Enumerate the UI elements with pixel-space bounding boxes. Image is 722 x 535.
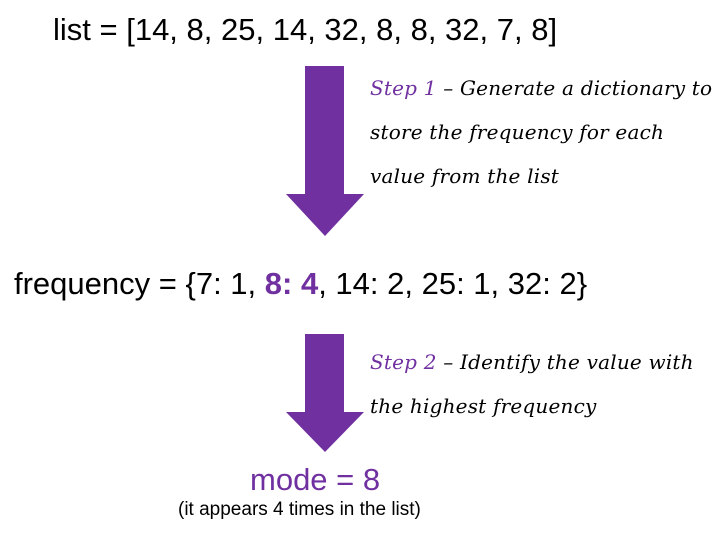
list-expression: list = [14, 8, 25, 14, 32, 8, 8, 32, 7, … xyxy=(53,12,558,47)
frequency-prefix: frequency = {7: 1, xyxy=(14,266,265,301)
step-2-note: Step 2 – Identify the value with the hig… xyxy=(370,340,715,428)
step-1-label: Step 1 xyxy=(370,76,437,100)
mode-explanation: (it appears 4 times in the list) xyxy=(178,499,421,520)
frequency-highlight: 8: 4 xyxy=(264,266,319,301)
frequency-suffix: , 14: 2, 25: 1, 32: 2} xyxy=(318,266,588,301)
step-2-text: – Identify the value with the highest fr… xyxy=(370,350,694,418)
step-1-note: Step 1 – Generate a dictionary to store … xyxy=(370,66,715,198)
mode-result: mode = 8 xyxy=(250,462,381,497)
step-1-text: – Generate a dictionary to store the fre… xyxy=(370,76,713,188)
down-arrow-icon xyxy=(286,334,364,452)
step-2-label: Step 2 xyxy=(370,350,437,374)
frequency-expression: frequency = {7: 1, 8: 4, 14: 2, 25: 1, 3… xyxy=(14,268,587,299)
down-arrow-icon xyxy=(286,66,364,236)
